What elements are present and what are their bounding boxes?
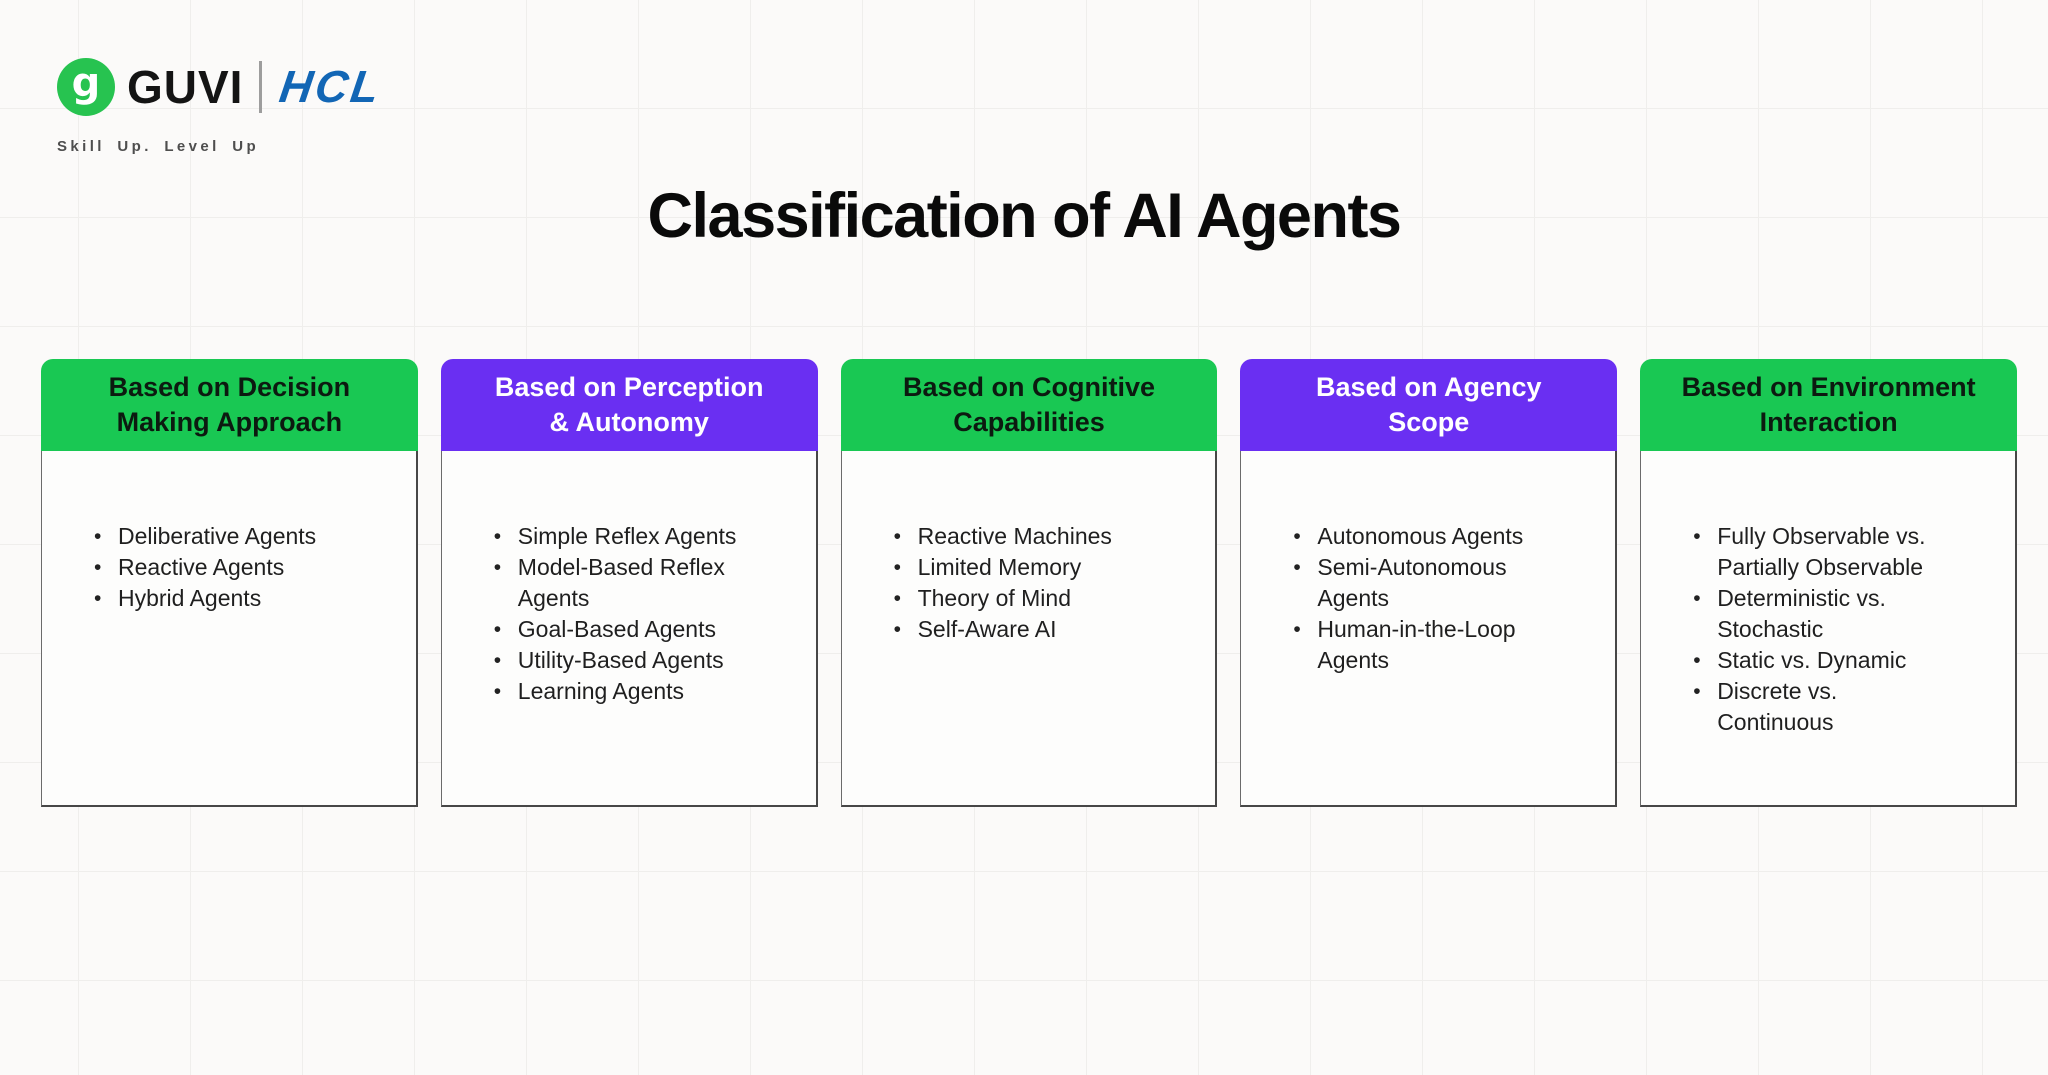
- list-item: Self-Aware AI: [892, 614, 1137, 645]
- list-item: Autonomous Agents: [1291, 521, 1536, 552]
- guvi-logo-icon: g: [57, 58, 115, 116]
- guvi-wordmark: GUVI: [127, 61, 244, 113]
- list-item: Deliberative Agents: [92, 521, 337, 552]
- list-item: Limited Memory: [892, 552, 1137, 583]
- list-item: Simple Reflex Agents: [492, 521, 737, 552]
- bullet-list: Fully Observable vs. Partially Observabl…: [1691, 521, 1987, 738]
- hcl-wordmark: HCL: [276, 61, 386, 112]
- bullet-list: Autonomous AgentsSemi-Autonomous AgentsH…: [1291, 521, 1587, 676]
- list-item: Utility-Based Agents: [492, 645, 737, 676]
- logo-divider: [259, 61, 263, 113]
- list-item: Reactive Machines: [892, 521, 1137, 552]
- list-item: Human-in-the-Loop Agents: [1291, 614, 1536, 676]
- card-body: Simple Reflex AgentsModel-Based Reflex A…: [440, 451, 818, 807]
- card-perception-autonomy: Based on Perception& Autonomy Simple Ref…: [440, 359, 818, 807]
- list-item: Fully Observable vs. Partially Observabl…: [1691, 521, 1936, 583]
- card-body: Reactive MachinesLimited MemoryTheory of…: [840, 451, 1218, 807]
- page-title: Classification of AI Agents: [647, 181, 1402, 251]
- list-item: Hybrid Agents: [92, 583, 337, 614]
- brand-header: g GUVI HCL Skill Up. Level Up: [57, 58, 386, 155]
- list-item: Model-Based Reflex Agents: [492, 552, 737, 614]
- card-body: Fully Observable vs. Partially Observabl…: [1640, 451, 2017, 807]
- logo-tagline: Skill Up. Level Up: [57, 138, 260, 155]
- list-item: Goal-Based Agents: [492, 614, 737, 645]
- list-item: Static vs. Dynamic: [1691, 645, 1936, 676]
- list-item: Discrete vs. Continuous: [1691, 676, 1936, 738]
- bullet-list: Deliberative AgentsReactive AgentsHybrid…: [92, 521, 388, 614]
- card-body: Deliberative AgentsReactive AgentsHybrid…: [41, 451, 418, 807]
- guvi-glyph: g: [71, 60, 101, 106]
- list-item: Semi-Autonomous Agents: [1291, 552, 1536, 614]
- bullet-list: Simple Reflex AgentsModel-Based Reflex A…: [492, 521, 788, 707]
- card-header: Based on Perception& Autonomy: [440, 359, 818, 451]
- card-title: Based on Perception& Autonomy: [494, 372, 764, 437]
- list-item: Reactive Agents: [92, 552, 337, 583]
- card-body: Autonomous AgentsSemi-Autonomous AgentsH…: [1240, 451, 1618, 807]
- list-item: Theory of Mind: [892, 583, 1137, 614]
- list-item: Learning Agents: [492, 676, 737, 707]
- list-item: Deterministic vs. Stochastic: [1691, 583, 1936, 645]
- bullet-list: Reactive MachinesLimited MemoryTheory of…: [892, 521, 1188, 645]
